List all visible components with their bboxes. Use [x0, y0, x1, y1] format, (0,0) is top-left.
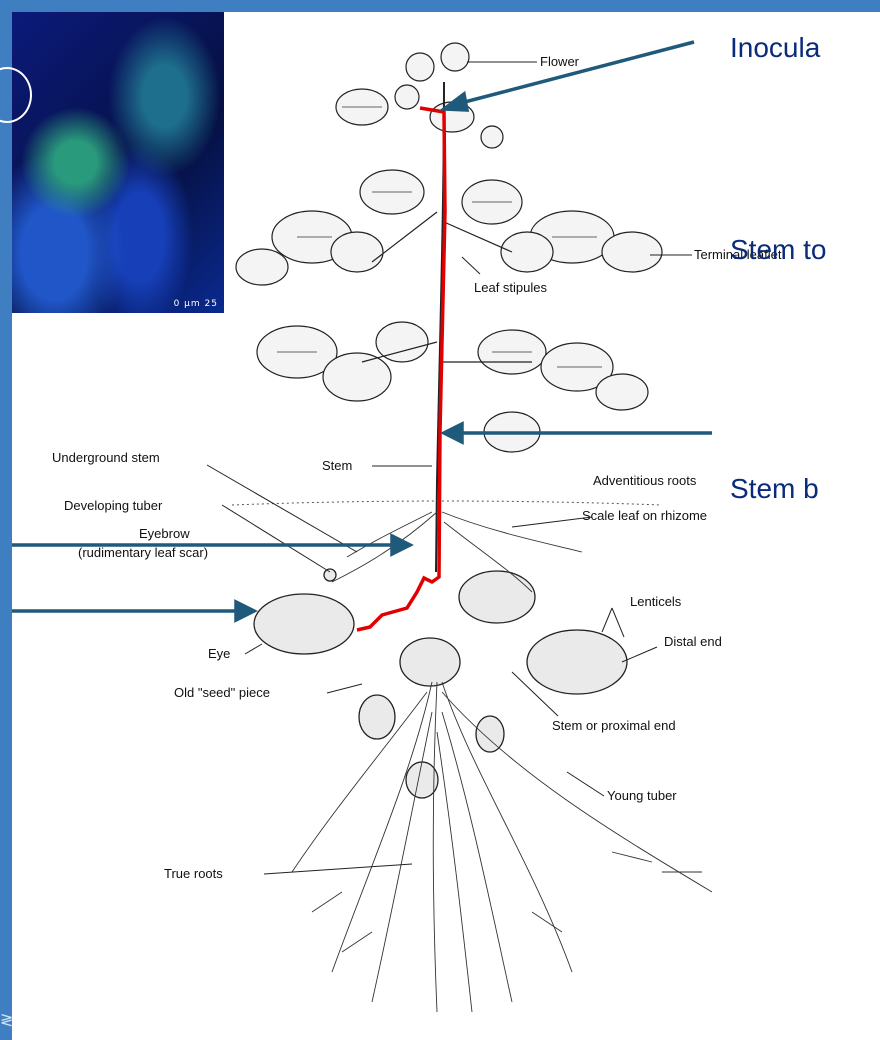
leaf: [596, 374, 648, 410]
slide-frame: [0, 0, 12, 1040]
tuber-lenticels: [527, 630, 627, 694]
flower-blossom: [395, 85, 419, 109]
leaf: [602, 232, 662, 272]
flower-blossom: [481, 126, 503, 148]
developing-tuber: [324, 569, 336, 581]
label-developing-tuber: Developing tuber: [64, 498, 163, 513]
leaf: [236, 249, 288, 285]
leader-distal-end: [622, 647, 657, 662]
label-eyebrow: Eyebrow: [139, 526, 190, 541]
arrow-stem-base-head: [444, 424, 462, 442]
leaf: [331, 232, 383, 272]
leader-developing-tuber: [222, 505, 330, 572]
leader-lenticels: [602, 608, 624, 637]
label-true-roots: True roots: [164, 866, 223, 881]
young-tuber: [359, 695, 395, 739]
label-adventitious-roots: Adventitious roots: [593, 473, 697, 488]
leader-leaf-stipules: [462, 257, 480, 274]
tuber-eye: [254, 594, 354, 654]
soil-line: [232, 501, 662, 505]
young-tuber: [476, 716, 504, 752]
tuber: [459, 571, 535, 623]
micrograph-highlight-circle: [0, 67, 32, 123]
label-flower: Flower: [540, 54, 580, 69]
label-eyebrow-note: (rudimentary leaf scar): [78, 545, 208, 560]
leader-young-tuber: [567, 772, 604, 796]
leaf: [323, 353, 391, 401]
label-scale-leaf: Scale leaf on rhizome: [582, 508, 707, 523]
young-tuber: [406, 762, 438, 798]
label-leaf-stipules: Leaf stipules: [474, 280, 547, 295]
label-underground-stem: Underground stem: [52, 450, 160, 465]
leader-scale-leaf: [512, 517, 592, 527]
label-stem-proximal: Stem or proximal end: [552, 718, 676, 733]
flower-blossom: [441, 43, 469, 71]
micrograph-inset: 0 μm 25: [12, 12, 226, 315]
micrograph-scale-bar: 0 μm 25: [174, 299, 218, 309]
leaf: [501, 232, 553, 272]
flower-blossom: [406, 53, 434, 81]
leader-eye: [245, 644, 262, 654]
leader-seed-piece: [327, 684, 362, 693]
arrow-inoculation: [457, 42, 694, 104]
annotation-stem-top: Stem to: [730, 234, 826, 265]
leader-true-roots: [264, 864, 412, 874]
annotation-inoculation: Inocula: [730, 32, 821, 63]
annotation-stem-base: Stem b: [730, 473, 819, 504]
label-eye: Eye: [208, 646, 230, 661]
label-young-tuber: Young tuber: [607, 788, 677, 803]
label-lenticels: Lenticels: [630, 594, 682, 609]
old-seed-piece: [400, 638, 460, 686]
slide-content: Flower Terminal leaflet Leaf stipules Un…: [12, 12, 880, 1040]
arrow-tuber-head: [236, 602, 254, 620]
arrow-eyebrow-head: [392, 536, 410, 554]
label-stem: Stem: [322, 458, 352, 473]
label-distal-end: Distal end: [664, 634, 722, 649]
label-old-seed-piece: Old "seed" piece: [174, 685, 270, 700]
leader-underground-stem: [207, 465, 357, 552]
